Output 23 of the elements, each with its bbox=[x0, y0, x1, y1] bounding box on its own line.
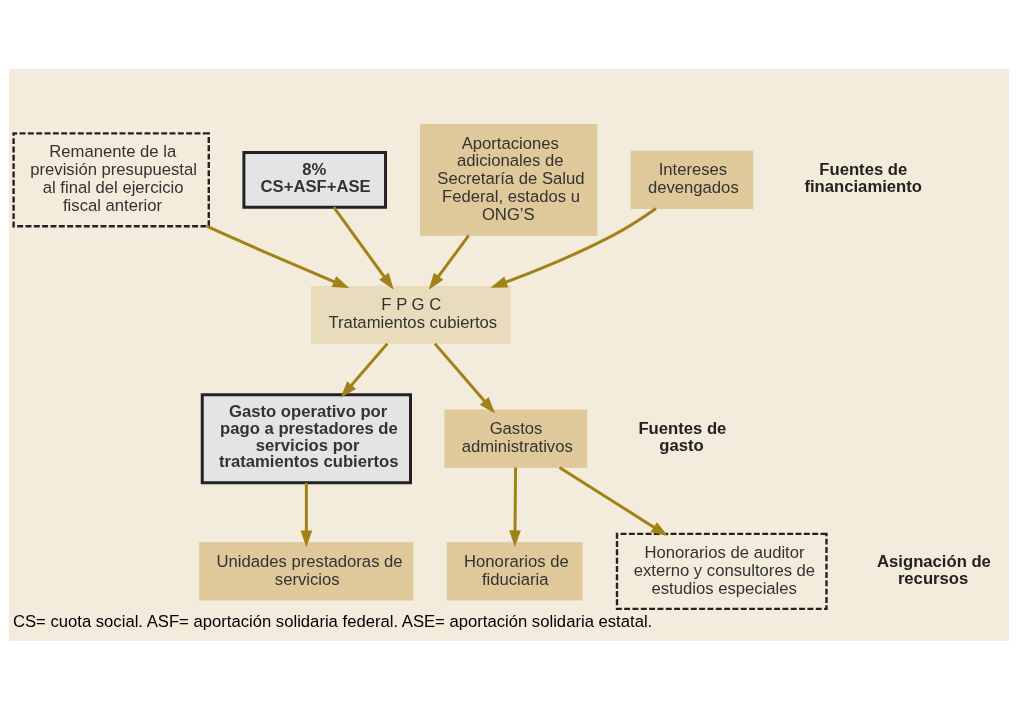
arrow bbox=[490, 206, 657, 288]
arrow bbox=[340, 342, 389, 398]
node-box: Remanente de la previsión presupuestal al final del ejercicio fiscal anterior bbox=[12, 131, 210, 227]
node-box: Honorarios de fiduciaria bbox=[446, 541, 583, 601]
arrow bbox=[206, 224, 350, 288]
node-box: Intereses devengados bbox=[630, 150, 754, 209]
arrow bbox=[509, 467, 521, 547]
node-box: F P G C Tratamientos cubiertos bbox=[311, 285, 512, 344]
arrow bbox=[558, 465, 668, 536]
label: Fuentes de financiamiento bbox=[804, 159, 922, 196]
label: Fuentes de gasto bbox=[638, 418, 727, 455]
node-box: Gasto operativo por pago a prestadores de servicios por tratamientos cubiertos bbox=[200, 392, 412, 484]
caption: CS= cuota social. ASF= aportación solidaria federal. ASE= aportación solidaria estatal. bbox=[12, 611, 653, 631]
arrow bbox=[428, 233, 470, 290]
arrow bbox=[433, 342, 496, 413]
label: Asignación de recursos bbox=[877, 551, 991, 588]
node-box: 8% CS+ASF+ASE bbox=[242, 150, 387, 209]
node-box: Aportaciones adicionales de Secretaría de Salud Federal, estados u ONG’S bbox=[420, 123, 598, 236]
arrow bbox=[300, 482, 313, 547]
node-box: Gastos administrativos bbox=[444, 409, 588, 468]
arrow bbox=[332, 205, 394, 290]
node-box: Honorarios de auditor externo y consultores de estudios especiales bbox=[615, 532, 828, 610]
node-box: Unidades prestadoras de servicios bbox=[199, 541, 414, 601]
